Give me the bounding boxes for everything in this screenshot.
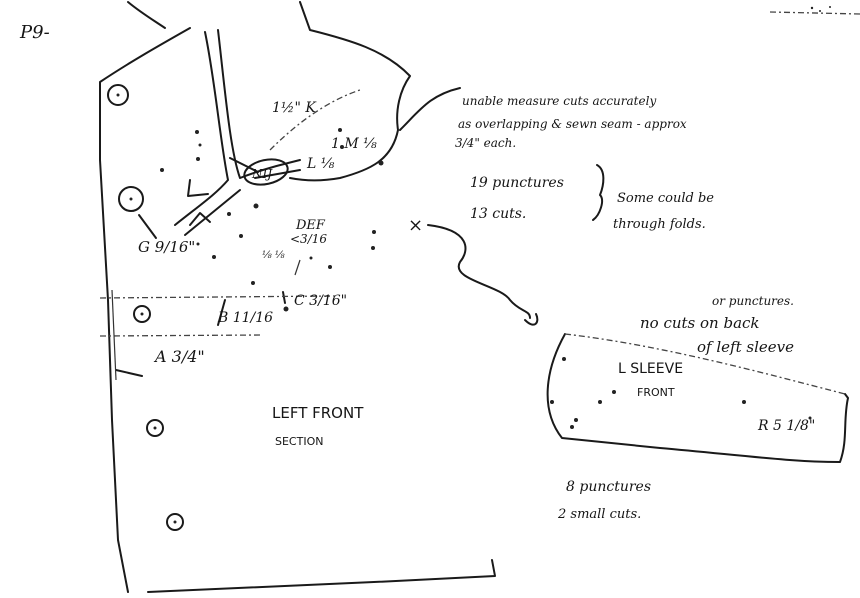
puncture-marks [160, 128, 384, 312]
button-icon [166, 513, 184, 531]
label-c: C 3/16" [294, 293, 347, 309]
note-leader-line [399, 87, 461, 131]
page-label: P9- [19, 22, 50, 43]
x-mark-icon: × [408, 215, 423, 236]
label-b: B 11/16 [217, 310, 273, 326]
sleeve-pointer: × [408, 215, 539, 326]
button-icon [133, 305, 151, 323]
brace [592, 164, 605, 221]
sleeve-diagram: L SLEEVE FRONT R 5 1/8" [546, 333, 849, 463]
button-icon [146, 419, 164, 437]
button-icon [107, 84, 129, 106]
label-l: L ⅛ [306, 156, 335, 172]
label-def-sub: ⅛ ⅛ [262, 250, 285, 261]
note-unable-2: as overlapping & sewn seam - approx [458, 117, 687, 131]
note-punctures: 19 punctures [470, 175, 564, 191]
note-no-cuts-top: or punctures. [712, 294, 794, 308]
note-cuts: 13 cuts. [470, 206, 526, 222]
note-some-1: Some could be [617, 191, 714, 206]
note-no-cuts-1: no cuts on back [640, 314, 760, 332]
shirt-buttons [107, 84, 184, 531]
button-icon [118, 186, 144, 212]
note-sleeve-punctures: 8 punctures [566, 479, 651, 495]
sleeve-subtitle: FRONT [637, 386, 675, 399]
label-a: A 3/4" [153, 347, 205, 366]
label-g: G 9/16" [138, 238, 195, 256]
note-sleeve-cuts: 2 small cuts. [557, 507, 641, 522]
label-nij: NIJ [251, 167, 273, 181]
label-def-size: <3/16 [290, 232, 327, 246]
note-unable-3: 3/4" each. [455, 136, 516, 150]
label-m: 1 M ⅛ [331, 136, 377, 152]
label-k: 1½" K [272, 100, 317, 116]
section-title-line2: SECTION [275, 435, 323, 448]
section-title-line1: LEFT FRONT [272, 404, 364, 422]
shirt-outline [99, 1, 496, 593]
notes-sleeve: or punctures. no cuts on back of left sl… [557, 294, 794, 522]
scan-smudge [769, 6, 860, 15]
notes-shirt: unable measure cuts accurately as overla… [455, 94, 714, 232]
sleeve-cut-label: R 5 1/8" [757, 418, 815, 434]
label-def: DEF [295, 218, 326, 233]
note-no-cuts-2: of left sleeve [697, 338, 794, 356]
sleeve-title: L SLEEVE [618, 361, 683, 377]
shirt-cut-labels: 1½" K 1 M ⅛ L ⅛ NIJ DEF <3/16 ⅛ ⅛ G 9/16… [138, 100, 377, 448]
note-unable-1: unable measure cuts accurately [462, 94, 656, 108]
note-some-2: through folds. [613, 217, 706, 232]
